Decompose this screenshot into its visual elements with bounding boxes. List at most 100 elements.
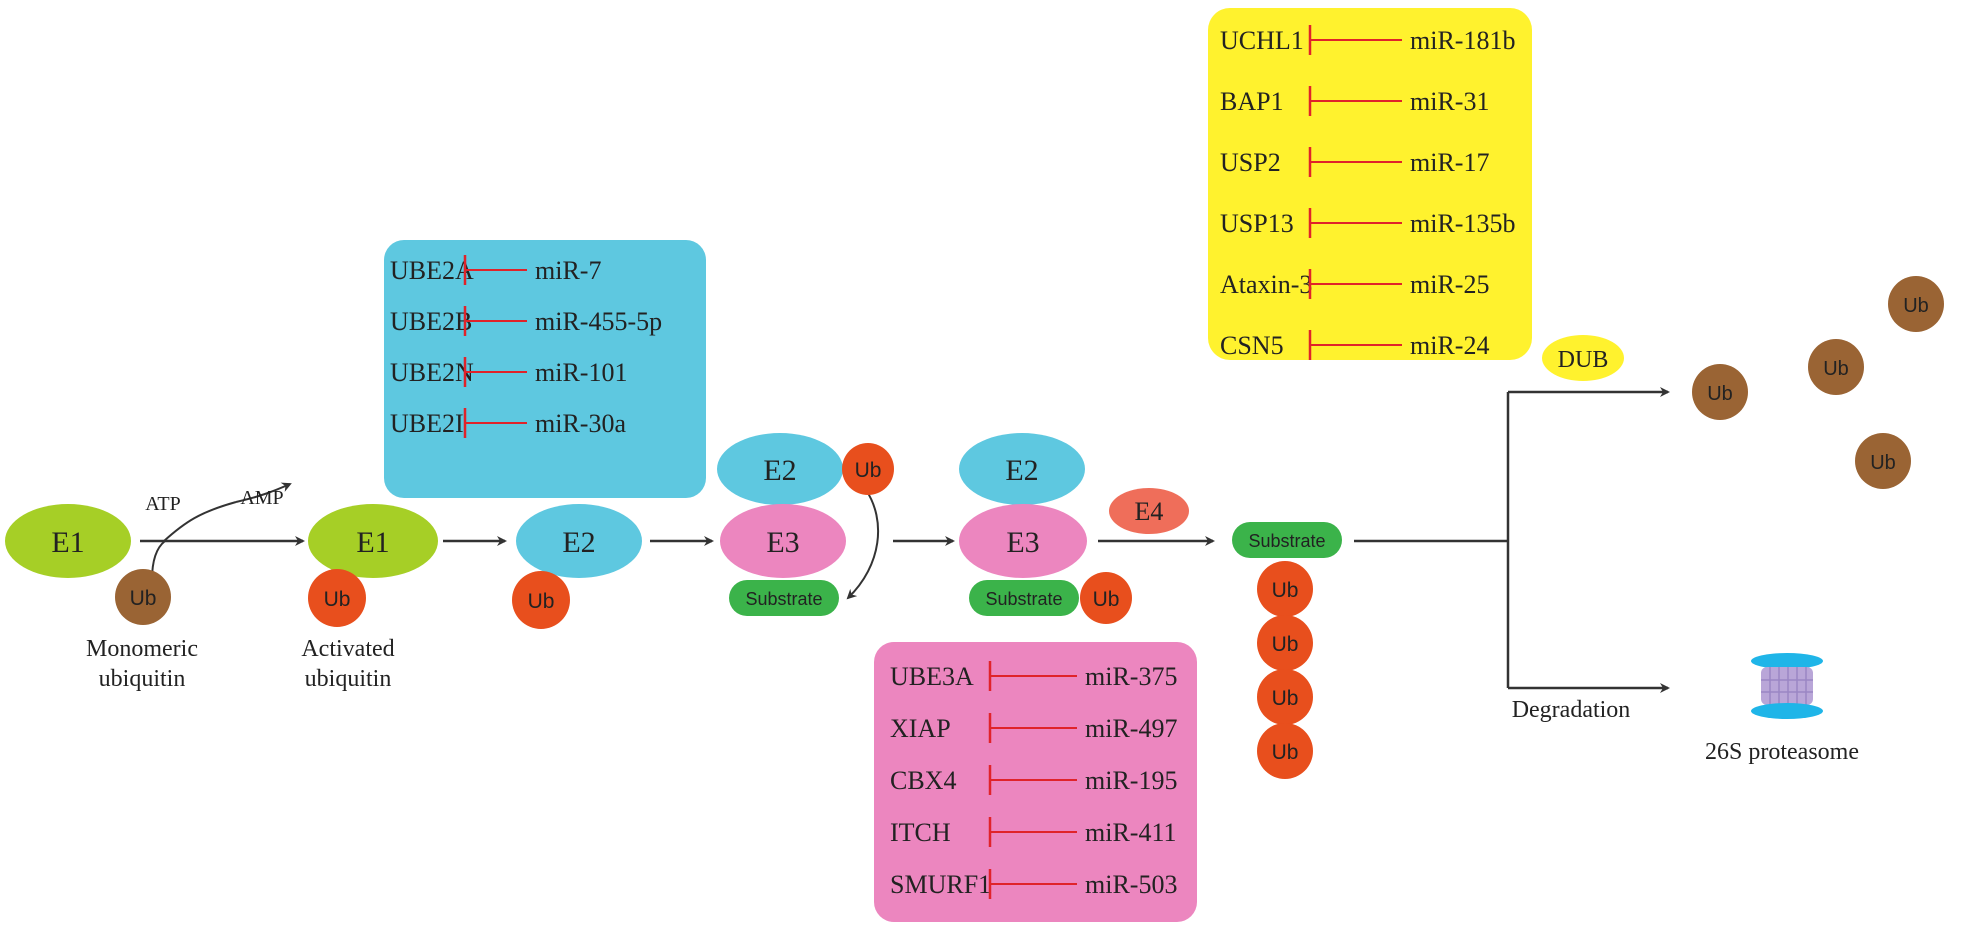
dub-inhibition-row: BAP1 miR-31 — [1220, 86, 1489, 116]
ub-free-label: Ub — [1823, 358, 1849, 380]
e2-inhibition-row: UBE2I miR-30a — [390, 408, 626, 438]
dub-mirna-label: miR-31 — [1410, 87, 1489, 116]
free-ubiquitin-group: Ub Ub Ub Ub — [1692, 276, 1944, 489]
activated-caption-line2: ubiquitin — [305, 666, 392, 692]
e4-label: E4 — [1135, 497, 1164, 526]
e3-gene-label: XIAP — [890, 714, 951, 743]
e1-activated-label: E1 — [356, 526, 389, 559]
ub-complex2-label: Ub — [1093, 588, 1120, 611]
e3-complex-node — [720, 504, 846, 578]
degradation-label: Degradation — [1512, 697, 1631, 723]
proteasome-top-cap — [1751, 653, 1823, 669]
ub-chain-label: Ub — [1272, 687, 1299, 710]
proteasome-rings — [1761, 667, 1813, 705]
dub-mirna-label: miR-24 — [1410, 331, 1489, 360]
e2-inhibition-row: UBE2N miR-101 — [390, 357, 627, 387]
ub-activated-label: Ub — [324, 588, 351, 611]
ub-e2-node — [512, 571, 570, 629]
dub-mirna-label: miR-17 — [1410, 148, 1489, 177]
e3-mirna-label: miR-195 — [1085, 766, 1177, 795]
ub-e2-label: Ub — [528, 590, 555, 613]
ub-transfer-arrow — [846, 489, 880, 600]
e1-activated-node — [308, 504, 438, 578]
e1-start-label: E1 — [51, 526, 84, 559]
dub-gene-label: USP2 — [1220, 148, 1281, 177]
e2-gene-label: UBE2I — [390, 409, 464, 438]
e2-complex2-label: E2 — [1005, 454, 1038, 487]
ub-free-item — [1888, 276, 1944, 332]
dub-gene-label: CSN5 — [1220, 331, 1284, 360]
e3-complex-label: E3 — [766, 526, 799, 559]
dub-node — [1542, 335, 1624, 381]
e3-inhibition-row: XIAP miR-497 — [890, 713, 1177, 743]
dub-gene-label: BAP1 — [1220, 87, 1284, 116]
e2-mirna-label: miR-30a — [535, 409, 626, 438]
activated-caption-line1: Activated — [301, 636, 394, 662]
ub-monomeric-label: Ub — [130, 587, 157, 610]
ub-chain-label: Ub — [1272, 579, 1299, 602]
e2-mirna-label: miR-101 — [535, 358, 627, 387]
e3-mirna-label: miR-411 — [1085, 818, 1176, 847]
ub-chain-item — [1257, 669, 1313, 725]
e3-box-background — [874, 642, 1197, 922]
e2-inhibition-row: UBE2B miR-455-5p — [390, 306, 662, 336]
ub-chain-item — [1257, 615, 1313, 671]
e2-complex-node — [717, 433, 843, 505]
ub-free-label: Ub — [1707, 383, 1733, 405]
e3-inhibition-row: CBX4 miR-195 — [890, 765, 1177, 795]
e3-mirna-label: miR-375 — [1085, 662, 1177, 691]
dub-inhibition-row: CSN5 miR-24 — [1220, 330, 1489, 360]
proteasome-icon — [1751, 653, 1823, 719]
amp-curve-arrow — [235, 482, 292, 503]
dub-gene-label: Ataxin-3 — [1220, 270, 1312, 299]
dub-gene-label: USP13 — [1220, 209, 1294, 238]
e3-complex2-label: E3 — [1006, 526, 1039, 559]
e3-complex2-node — [959, 504, 1087, 578]
ub-complex-node — [842, 443, 894, 495]
e2-gene-label: UBE2N — [390, 358, 474, 387]
e2-mirna-label: miR-7 — [535, 256, 601, 285]
ub-free-item — [1808, 339, 1864, 395]
e4-node — [1109, 488, 1189, 534]
dub-inhibition-row: USP13 miR-135b — [1220, 208, 1515, 238]
ub-complex-label: Ub — [855, 459, 882, 482]
substrate-complex-label: Substrate — [745, 589, 822, 609]
e2-single-node — [516, 504, 642, 578]
ub-monomeric-node — [115, 569, 171, 625]
substrate-complex-node — [729, 580, 839, 616]
proteasome-label: 26S proteasome — [1705, 739, 1859, 765]
ub-activated-node — [308, 569, 366, 627]
e3-gene-label: CBX4 — [890, 766, 956, 795]
dub-mirna-label: miR-135b — [1410, 209, 1515, 238]
ub-free-label: Ub — [1903, 295, 1929, 317]
e2-gene-label: UBE2B — [390, 307, 472, 336]
e3-mirna-label: miR-497 — [1085, 714, 1177, 743]
ub-chain-label: Ub — [1272, 633, 1299, 656]
substrate-chain-label: Substrate — [1248, 531, 1325, 551]
substrate-complex2-label: Substrate — [985, 589, 1062, 609]
substrate-chain-node — [1232, 522, 1342, 558]
monomeric-caption-line2: ubiquitin — [99, 666, 186, 692]
e3-gene-label: UBE3A — [890, 662, 974, 691]
ub-chain-label: Ub — [1272, 741, 1299, 764]
e2-complex-label: E2 — [763, 454, 796, 487]
e2-mirna-label: miR-455-5p — [535, 307, 662, 336]
e2-single-label: E2 — [562, 526, 595, 559]
proteasome-bottom-cap — [1751, 703, 1823, 719]
e3-gene-label: SMURF1 — [890, 870, 991, 899]
dub-mirna-label: miR-181b — [1410, 26, 1515, 55]
e1-start-node — [5, 504, 131, 578]
ub-free-item — [1692, 364, 1748, 420]
e2-complex2-node — [959, 433, 1085, 505]
